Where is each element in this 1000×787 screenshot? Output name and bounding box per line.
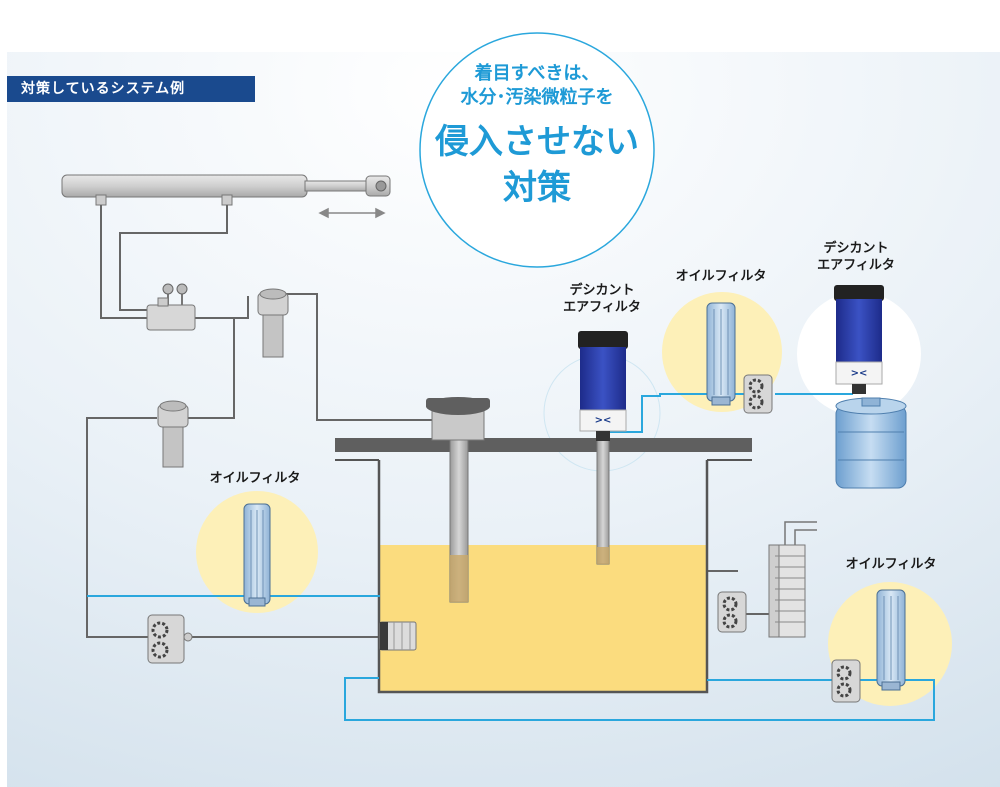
blue-pipes	[87, 393, 935, 721]
desiccant-stem	[596, 439, 610, 565]
svg-text:><: ><	[595, 415, 612, 426]
callout-bubble	[419, 32, 655, 268]
label-oil-filter-top: オイルフィルタ	[675, 269, 767, 284]
gear-pump-top	[743, 374, 773, 414]
return-pipe-in-tank	[449, 439, 469, 603]
oil-filter-top	[706, 302, 736, 406]
gray-pipes	[86, 205, 776, 638]
callout-line-4: 対策	[503, 168, 571, 208]
return-line-filter-cap	[426, 397, 490, 441]
label-desiccant-center-line2: エアフィルタ	[563, 300, 641, 315]
label-desiccant-center: デシカント エアフィルタ	[552, 282, 652, 316]
section-tag: 対策しているシステム例	[7, 76, 255, 102]
label-desiccant-center-line1: デシカント	[569, 283, 635, 298]
directional-valve	[146, 283, 196, 331]
label-oil-filter-left: オイルフィルタ	[209, 471, 301, 486]
oil-filter-right	[876, 589, 906, 691]
callout-line-2: 水分･汚染微粒子を	[460, 87, 614, 108]
svg-text:><: ><	[851, 368, 868, 379]
desiccant-air-filter-right: ><	[834, 285, 884, 394]
label-desiccant-right-line2: エアフィルタ	[817, 258, 895, 273]
label-desiccant-right: デシカント エアフィルタ	[806, 240, 906, 274]
label-desiccant-right-line1: デシカント	[823, 241, 889, 256]
suction-strainer	[379, 621, 417, 651]
callout-line-3: 侵入させない	[435, 122, 639, 162]
label-oil-filter-right: オイルフィルタ	[845, 557, 937, 572]
heat-exchanger	[768, 521, 817, 638]
desiccant-air-filter-center: ><	[578, 331, 628, 441]
gear-pump-right-upper	[717, 591, 747, 633]
gear-pump-right-lower	[831, 659, 861, 703]
gear-pump-left	[147, 614, 193, 664]
callout-line-1: 着目すべきは、	[474, 63, 600, 84]
oil-filter-left	[243, 503, 271, 607]
oil-reservoir-tank	[335, 438, 752, 694]
double-arrow-icon	[318, 207, 386, 219]
return-filter-housing-top	[257, 288, 289, 358]
storage-drum	[835, 397, 907, 489]
return-filter-housing-left	[157, 400, 189, 468]
hydraulic-cylinder	[61, 174, 391, 206]
